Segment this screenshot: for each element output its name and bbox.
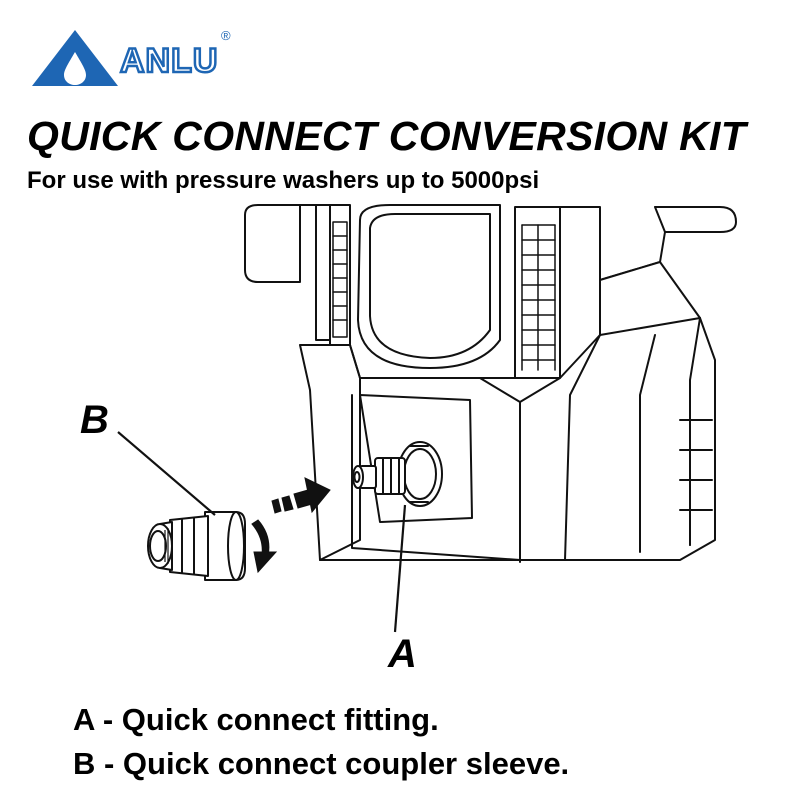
page-title: QUICK CONNECT CONVERSION KIT	[27, 113, 747, 159]
leader-lines	[117, 431, 407, 633]
quick-connect-fitting-illustration	[352, 457, 406, 495]
callout-b: B	[80, 398, 109, 442]
registered-mark: ®	[221, 28, 231, 43]
rotate-arrow-icon	[251, 519, 278, 574]
pressure-washer-illustration	[244, 204, 737, 563]
page-subtitle: For use with pressure washers up to 5000…	[27, 167, 540, 194]
leader-line-b	[117, 431, 216, 516]
insert-arrow-icon	[271, 477, 331, 514]
brand-name: ANLU	[119, 42, 219, 80]
legend-item-a: A - Quick connect fitting.	[73, 702, 439, 737]
callout-a: A	[388, 632, 417, 676]
coupler-sleeve-illustration	[147, 511, 246, 581]
logo-droplet-icon	[64, 52, 86, 85]
legend-item-b: B - Quick connect coupler sleeve.	[73, 746, 570, 781]
anlu-logo	[32, 30, 118, 86]
leader-line-a	[393, 504, 407, 633]
